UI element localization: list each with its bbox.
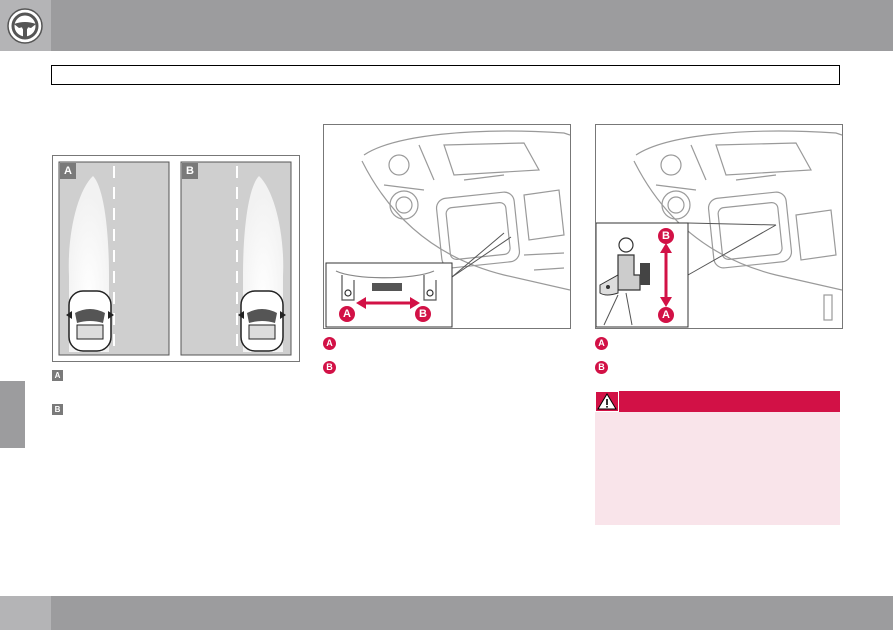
headlight-drawing bbox=[633, 130, 842, 321]
marker-b-circle: B bbox=[415, 306, 431, 322]
legend-marker-a: A bbox=[595, 337, 608, 350]
headlight-drawing bbox=[361, 130, 570, 291]
warning-triangle-icon bbox=[595, 391, 619, 412]
header-icon-area bbox=[0, 0, 51, 51]
chapter-side-tab bbox=[0, 381, 25, 448]
panel-label-b: B bbox=[182, 163, 198, 179]
section-title-box bbox=[51, 65, 840, 85]
beam-pattern-figure: A B bbox=[52, 155, 300, 362]
warning-box bbox=[595, 391, 840, 525]
marker-a-circle: A bbox=[339, 306, 355, 322]
legend-marker-a: A bbox=[323, 337, 336, 350]
car-icon bbox=[66, 290, 114, 352]
legend-marker-b: B bbox=[52, 404, 63, 415]
marker-a-circle: A bbox=[658, 307, 674, 323]
car-icon bbox=[238, 290, 286, 352]
legend-marker-b: B bbox=[595, 361, 608, 374]
panel-label-a: A bbox=[60, 163, 76, 179]
footer-page-area bbox=[0, 596, 51, 630]
road-right-hand-panel bbox=[180, 161, 292, 356]
footer-bar bbox=[0, 596, 893, 630]
marker-b-circle: B bbox=[658, 228, 674, 244]
headlight-vertical-figure: B A bbox=[595, 124, 843, 329]
headlight-horizontal-figure: A B bbox=[323, 124, 571, 329]
adjuster-inset bbox=[596, 222, 689, 328]
legend-marker-b: B bbox=[323, 361, 336, 374]
legend-marker-a: A bbox=[52, 370, 63, 381]
steering-wheel-icon bbox=[7, 8, 43, 44]
road-left-hand-panel bbox=[58, 161, 170, 356]
header-bar bbox=[0, 0, 893, 51]
warning-header bbox=[595, 391, 840, 412]
